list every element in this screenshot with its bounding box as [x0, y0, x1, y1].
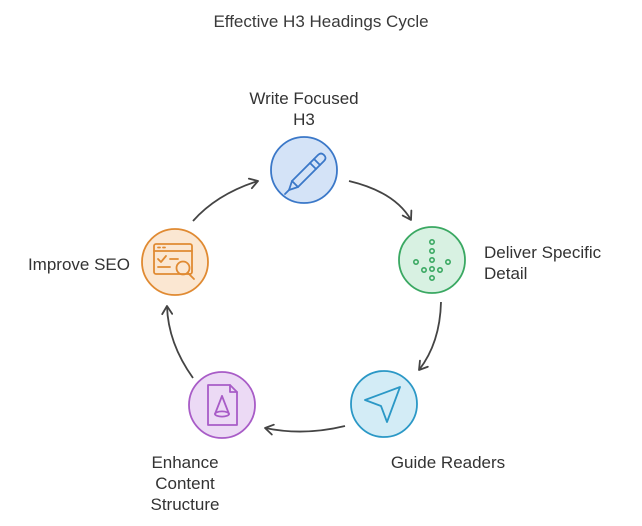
arrow-seo-to-write [192, 177, 259, 222]
label-line: Guide Readers [390, 453, 506, 472]
step-circle-enhance [188, 371, 256, 439]
label-enhance-content: Enhance Content Structure [112, 452, 258, 515]
browser-search-icon [153, 243, 195, 280]
label-deliver-specific: Deliver Specific Detail [484, 242, 634, 284]
label-line: H3 [293, 110, 315, 129]
arrow-write-to-deliver [348, 180, 413, 221]
arrow-enhance-to-seo [161, 305, 194, 379]
step-circle-seo [141, 228, 209, 296]
label-line: Detail [484, 264, 528, 283]
label-line: Enhance [151, 453, 219, 472]
label-line: Improve SEO [27, 255, 130, 274]
label-line: Structure [150, 495, 220, 514]
dot-arrow-down-icon [412, 239, 451, 281]
step-improve-seo [141, 228, 209, 296]
step-guide-readers [350, 370, 418, 438]
step-enhance-content [188, 371, 256, 439]
navigation-arrow-icon [364, 386, 401, 423]
diagram-title: Effective H3 Headings Cycle [213, 12, 429, 31]
pen-icon [284, 152, 327, 195]
step-circle-deliver [398, 226, 466, 294]
label-write-focused: Write Focused H3 [220, 88, 388, 130]
arrow-guide-to-enhance [264, 423, 346, 436]
label-line: Content [155, 474, 215, 493]
cycle-arrows [161, 177, 442, 436]
step-circle-guide [350, 370, 418, 438]
label-line: Deliver Specific [484, 243, 602, 262]
step-write-focused [270, 136, 338, 204]
arrow-deliver-to-guide [418, 301, 442, 371]
label-line: Write Focused [249, 89, 359, 108]
label-improve-seo: Improve SEO [6, 254, 130, 275]
document-cone-icon [207, 384, 238, 426]
label-guide-readers: Guide Readers [366, 452, 530, 473]
step-deliver-specific [398, 226, 466, 294]
